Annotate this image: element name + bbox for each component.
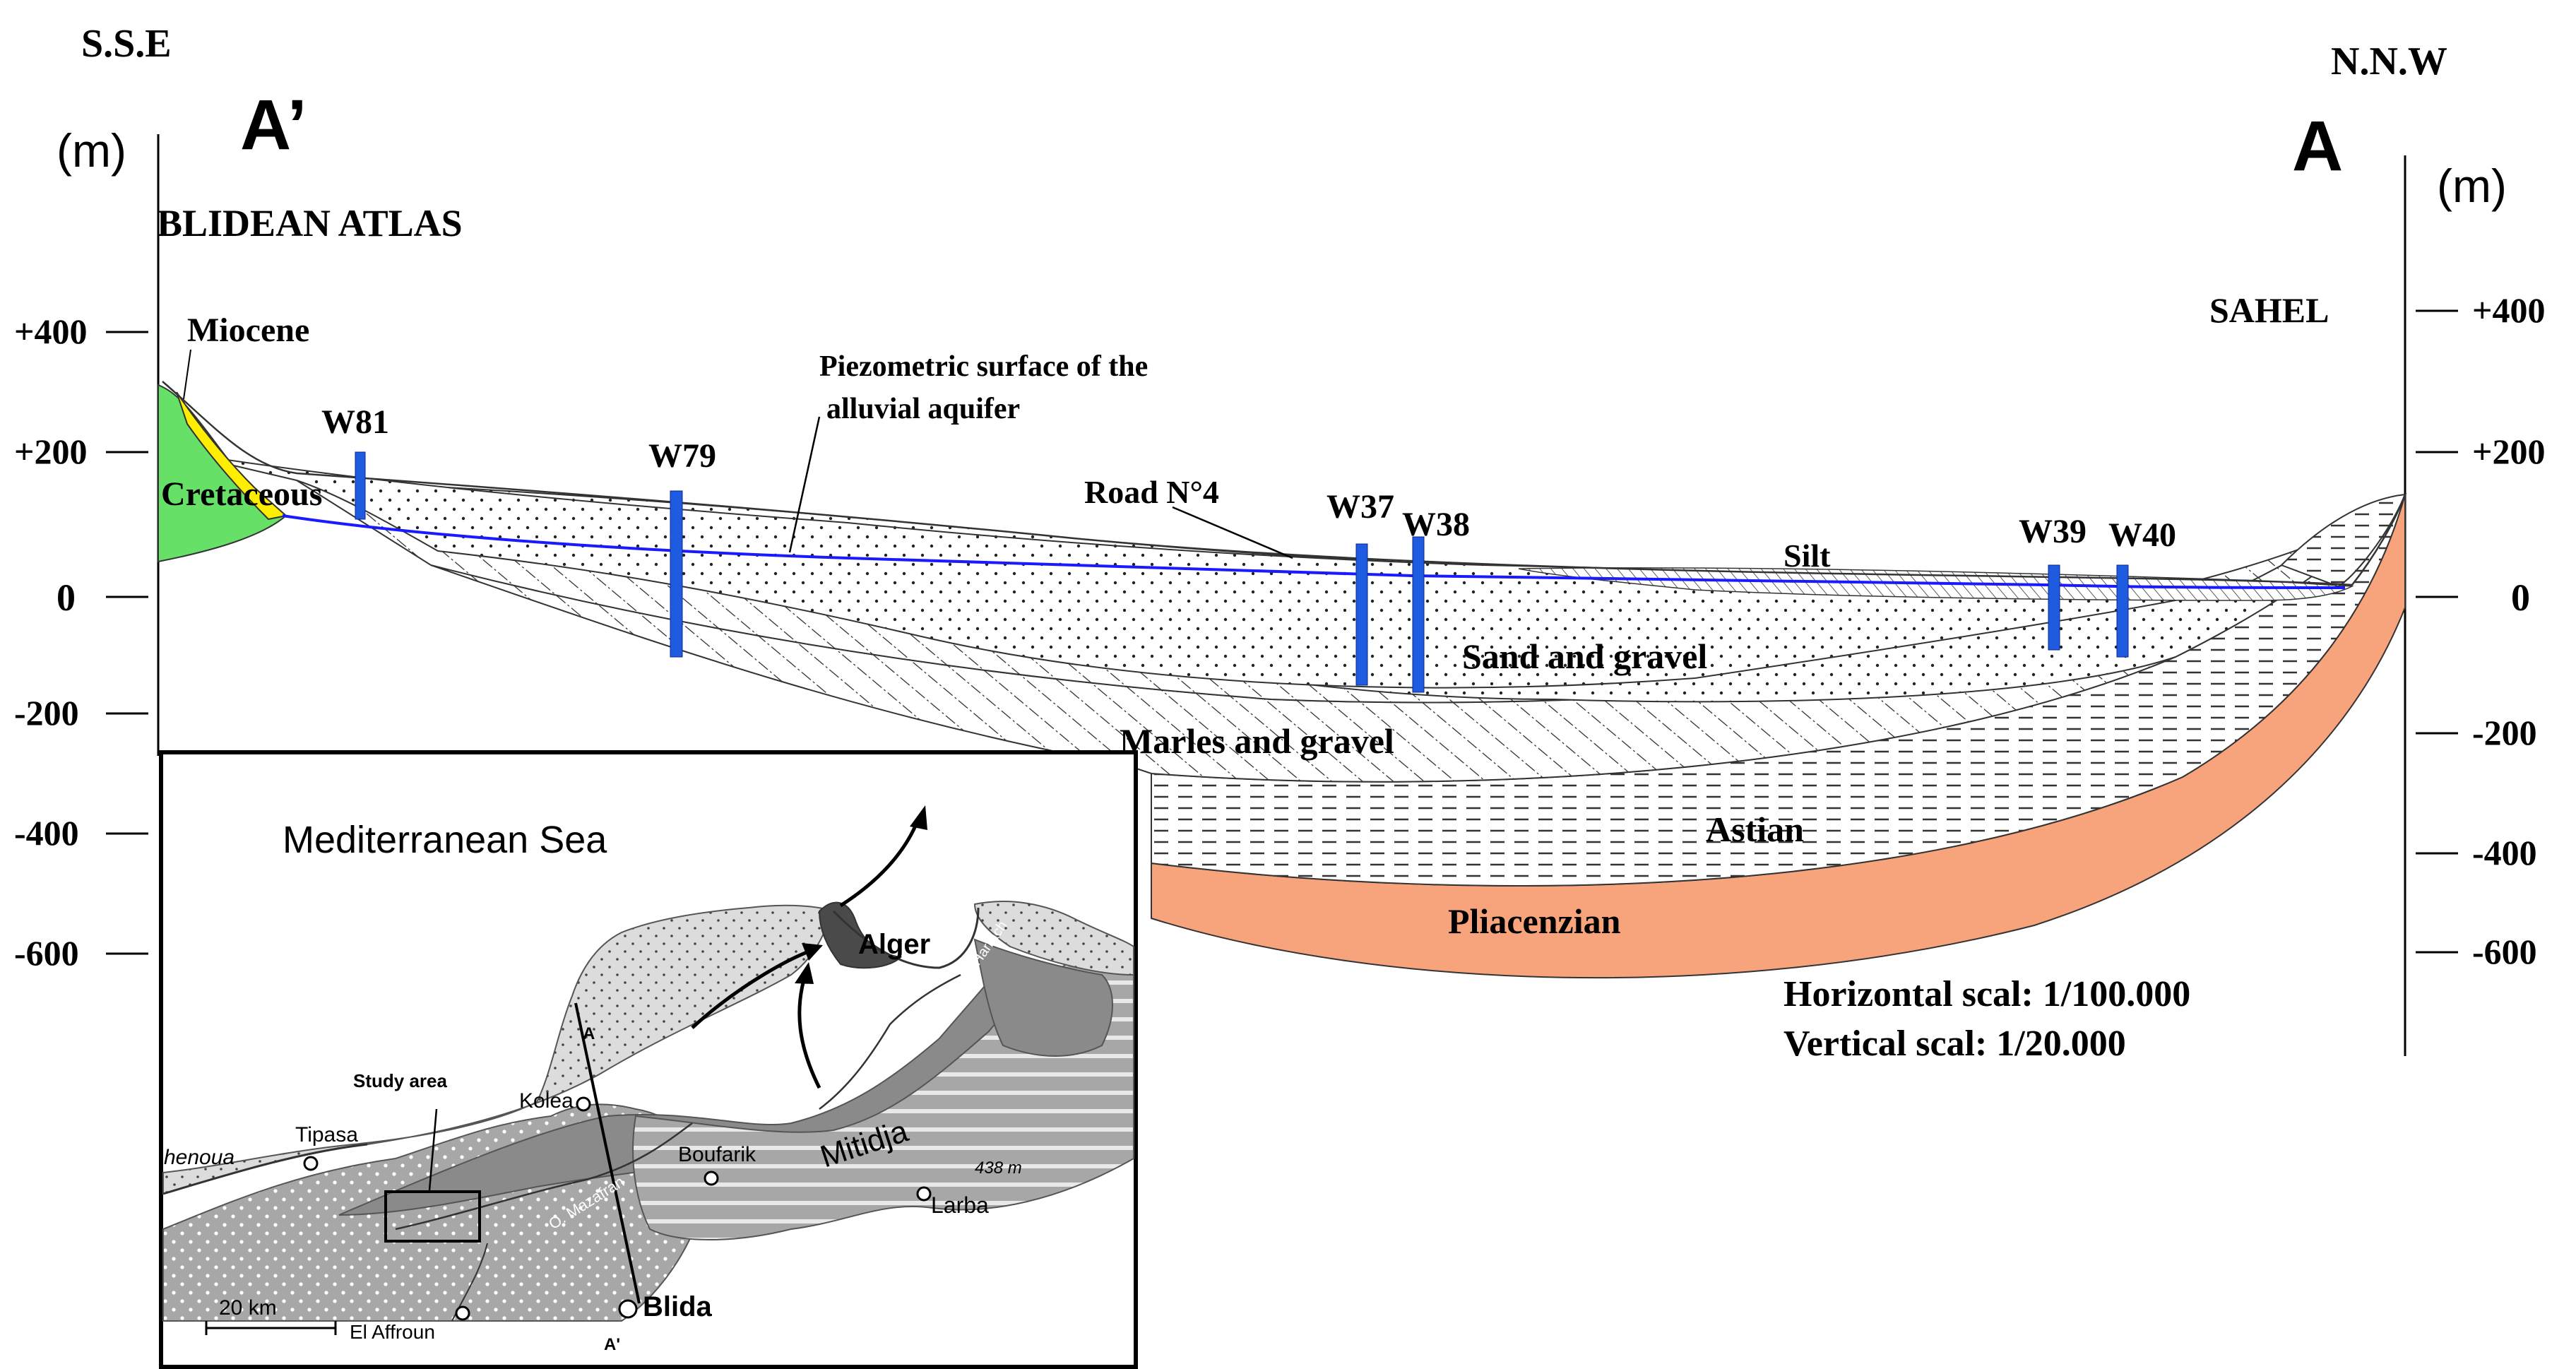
map-arrowhead-north bbox=[910, 805, 927, 830]
road-leader bbox=[1172, 506, 1293, 559]
map-marker-larba bbox=[916, 1186, 932, 1202]
well-w38 bbox=[1412, 536, 1425, 693]
piezometric-label-line2: alluvial aquifer bbox=[826, 393, 1021, 425]
well-w37 bbox=[1355, 543, 1368, 686]
miocene-formation bbox=[176, 391, 288, 521]
map-arrow-west bbox=[691, 948, 813, 1029]
section-point-right: A bbox=[2292, 107, 2344, 186]
map-marker-tipasa bbox=[303, 1156, 319, 1171]
map-chenoua-label: henoua bbox=[164, 1146, 235, 1169]
astian-label: Astian bbox=[1706, 810, 1804, 849]
map-east-dotted bbox=[973, 901, 1134, 976]
right-tick-minus200: -200 bbox=[2472, 713, 2537, 752]
map-section-line bbox=[574, 1002, 641, 1304]
right-tick-400: +400 bbox=[2472, 290, 2546, 330]
map-arrowhead-south bbox=[795, 962, 814, 984]
pliacenzian-label: Pliacenzian bbox=[1448, 901, 1621, 941]
horizontal-scale-text: Horizontal scal: 1/100.000 bbox=[1783, 974, 2191, 1014]
right-tick-0: 0 bbox=[2511, 576, 2530, 619]
map-tipasa-label: Tipasa bbox=[295, 1123, 358, 1146]
map-scale-label: 20 km bbox=[219, 1296, 277, 1320]
map-study-area-label: Study area bbox=[353, 1070, 447, 1091]
section-point-left: A’ bbox=[240, 85, 307, 165]
map-point-a-prime-label: A' bbox=[604, 1335, 621, 1354]
cretaceous-label: Cretaceous bbox=[161, 475, 323, 513]
road-label: Road N°4 bbox=[1084, 474, 1219, 510]
miocene-leader bbox=[183, 349, 191, 400]
well-label-w40: W40 bbox=[2108, 516, 2176, 554]
map-marker-boufarik bbox=[704, 1171, 719, 1186]
left-axis-ticks bbox=[106, 331, 148, 955]
map-coastline bbox=[162, 907, 980, 1195]
left-unit-label: (m) bbox=[57, 124, 126, 177]
map-arrowhead-west bbox=[802, 943, 823, 961]
miocene-label: Miocene bbox=[187, 312, 310, 349]
map-study-area-leader bbox=[428, 1108, 438, 1191]
well-label-w79: W79 bbox=[648, 437, 716, 475]
left-tick-minus600: -600 bbox=[14, 933, 79, 973]
map-arrow-north bbox=[839, 819, 920, 908]
map-marker-kolea bbox=[576, 1096, 591, 1112]
direction-right: N.N.W bbox=[2331, 40, 2447, 83]
map-study-area-box bbox=[384, 1190, 481, 1243]
inset-map bbox=[159, 750, 1138, 1369]
left-tick-400: +400 bbox=[14, 312, 88, 351]
left-tick-minus200: -200 bbox=[14, 693, 79, 733]
right-unit-label: (m) bbox=[2437, 160, 2507, 212]
map-kolea-label: Kolea bbox=[519, 1089, 574, 1113]
map-boufarik-label: Boufarik bbox=[678, 1143, 756, 1166]
right-region-label: SAHEL bbox=[2209, 290, 2329, 330]
map-point-a-label: A bbox=[583, 1024, 595, 1043]
map-elevation-label: 438 m bbox=[975, 1158, 1022, 1178]
silt-label: Silt bbox=[1783, 538, 1831, 574]
well-label-w37: W37 bbox=[1326, 488, 1394, 526]
map-larba-label: Larba bbox=[931, 1192, 989, 1218]
well-label-w81: W81 bbox=[321, 403, 389, 441]
piezometric-surface-line bbox=[282, 514, 2346, 589]
map-marker-blida bbox=[618, 1299, 638, 1319]
well-w39 bbox=[2048, 564, 2060, 651]
map-alger-label: Alger bbox=[858, 929, 931, 960]
vertical-scale-text: Vertical scal: 1/20.000 bbox=[1783, 1024, 2126, 1064]
left-tick-minus400: -400 bbox=[14, 813, 79, 853]
well-w81 bbox=[355, 451, 366, 520]
map-el-affroun-label: El Affroun bbox=[350, 1321, 435, 1343]
map-marker-el-affroun bbox=[455, 1305, 470, 1321]
left-tick-200: +200 bbox=[14, 432, 88, 471]
map-sahel-dotted bbox=[162, 904, 835, 1195]
direction-left: S.S.E bbox=[81, 22, 172, 66]
right-tick-minus400: -400 bbox=[2472, 833, 2537, 872]
right-axis-ticks bbox=[2416, 309, 2458, 954]
map-sea-label: Mediterranean Sea bbox=[283, 819, 607, 861]
left-tick-0: 0 bbox=[57, 576, 76, 619]
well-w79 bbox=[670, 490, 683, 658]
well-label-w39: W39 bbox=[2019, 513, 2087, 550]
map-east-grey bbox=[973, 938, 1113, 1057]
right-tick-200: +200 bbox=[2472, 432, 2546, 471]
well-w40 bbox=[2116, 564, 2129, 658]
map-river-mazafran bbox=[395, 1122, 693, 1231]
map-river-harrach bbox=[819, 973, 961, 1110]
piezometric-leader bbox=[788, 416, 821, 553]
sand-gravel-label: Sand and gravel bbox=[1462, 636, 1708, 676]
right-tick-minus600: -600 bbox=[2472, 932, 2537, 971]
marles-gravel-label: Marles and gravel bbox=[1120, 721, 1394, 761]
piezometric-label-line1: Piezometric surface of the bbox=[819, 350, 1148, 383]
map-blida-label: Blida bbox=[643, 1291, 712, 1322]
map-arrow-south bbox=[797, 974, 821, 1089]
well-label-w38: W38 bbox=[1402, 506, 1470, 543]
left-region-label: BLIDEAN ATLAS bbox=[157, 202, 463, 244]
